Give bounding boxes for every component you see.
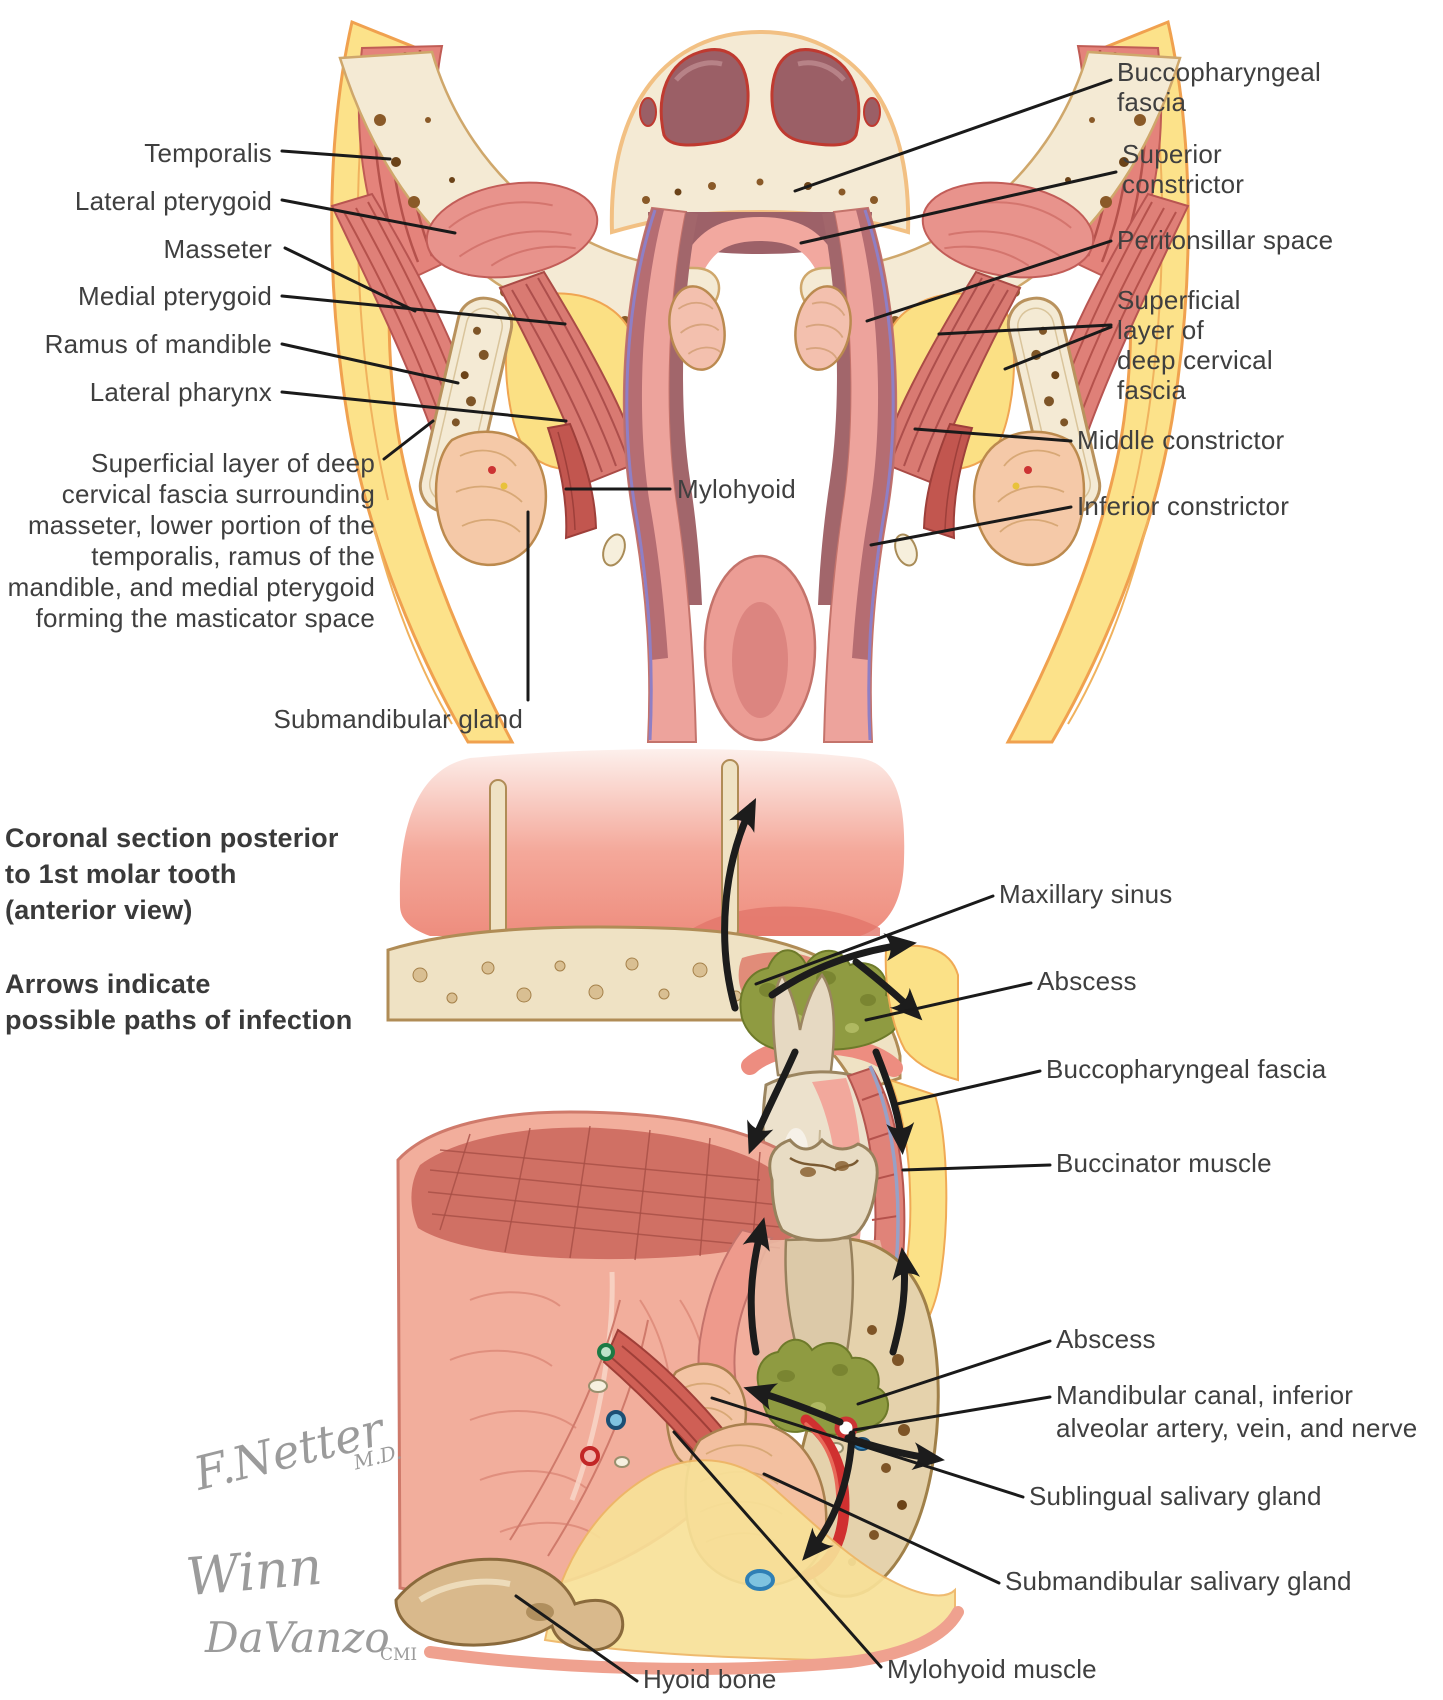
infection-path-arrows — [721, 797, 945, 1561]
tongue-base-shape — [703, 554, 817, 742]
tonsil-right-shape — [794, 285, 852, 371]
arrow-to-submandibular — [802, 1430, 856, 1561]
signature-winn: Winn — [184, 1537, 325, 1609]
label-buccopharyngeal-fascia-2: Buccopharyngeal fascia — [1046, 1054, 1327, 1084]
label-mylohyoid-muscle: Mylohyoid muscle — [887, 1654, 1097, 1684]
caption-arrows-note: Arrows indicate possible paths of infect… — [5, 969, 353, 1035]
arrow-lingual-up — [742, 1217, 770, 1356]
neck-fat-shape — [424, 1459, 964, 1675]
label-submandibular-salivary-gland: Submandibular salivary gland — [1005, 1566, 1352, 1596]
label-deep-cervical-fascia: Superficial layer of deep cervical fasci… — [1117, 285, 1273, 405]
signature-cmi: CMI — [380, 1645, 417, 1665]
label-submandibular-gland: Submandibular gland — [273, 704, 523, 734]
label-medial-pterygoid: Medial pterygoid — [78, 281, 272, 311]
top-figure-illustration — [330, 20, 1190, 744]
label-ramus-of-mandible: Ramus of mandible — [44, 329, 272, 359]
label-abscess-upper: Abscess — [1037, 966, 1137, 996]
label-middle-constrictor: Middle constrictor — [1077, 425, 1285, 455]
label-lateral-pterygoid: Lateral pterygoid — [74, 186, 272, 216]
vessel-sections — [580, 1343, 630, 1468]
label-mandibular-canal: Mandibular canal, inferior alveolar arte… — [1056, 1380, 1418, 1443]
label-mylohyoid: Mylohyoid — [677, 474, 796, 504]
label-hyoid-bone: Hyoid bone — [643, 1664, 777, 1694]
label-peritonsillar-space: Peritonsillar space — [1117, 225, 1334, 255]
label-superior-constrictor: Superior constrictor — [1122, 139, 1245, 199]
label-buccinator-muscle: Buccinator muscle — [1056, 1148, 1272, 1178]
label-lateral-pharynx: Lateral pharynx — [89, 377, 272, 407]
signature-davanzo: DaVanzo — [204, 1613, 390, 1662]
abscess-lower-shape — [756, 1338, 889, 1436]
label-buccopharyngeal-fascia: Buccopharyngeal fascia — [1117, 57, 1321, 117]
maxillary-sinus-shape — [399, 749, 905, 936]
arrow-to-sublingual — [743, 1383, 844, 1426]
label-masseter: Masseter — [163, 234, 272, 264]
arrow-buccal-up-lower — [889, 1247, 921, 1356]
label-sublingual-gland: Sublingual salivary gland — [1029, 1481, 1322, 1511]
label-temporalis: Temporalis — [144, 138, 272, 168]
caption-coronal-section: Coronal section posterior to 1st molar t… — [5, 823, 339, 925]
label-masticator-space-note: Superficial layer of deep cervical fasci… — [7, 448, 375, 633]
arrow-to-sinus — [721, 797, 757, 1012]
artist-signatures: F.Netter M.D. Winn DaVanzo CMI — [184, 1401, 417, 1665]
arrow-vestibule-down — [747, 1048, 799, 1155]
label-maxillary-sinus: Maxillary sinus — [999, 879, 1173, 909]
tonsil-left-shape — [668, 285, 726, 371]
leader-lines — [280, 78, 1118, 1683]
arrow-out-lateral — [844, 1434, 945, 1471]
label-inferior-constrictor: Inferior constrictor — [1077, 491, 1290, 521]
palate-dome-shape — [609, 29, 911, 235]
arrow-cheek-down — [872, 1048, 915, 1155]
arrow-buccal-up — [768, 933, 917, 999]
bottom-figure-illustration — [386, 749, 964, 1675]
label-abscess-lower: Abscess — [1056, 1324, 1156, 1354]
